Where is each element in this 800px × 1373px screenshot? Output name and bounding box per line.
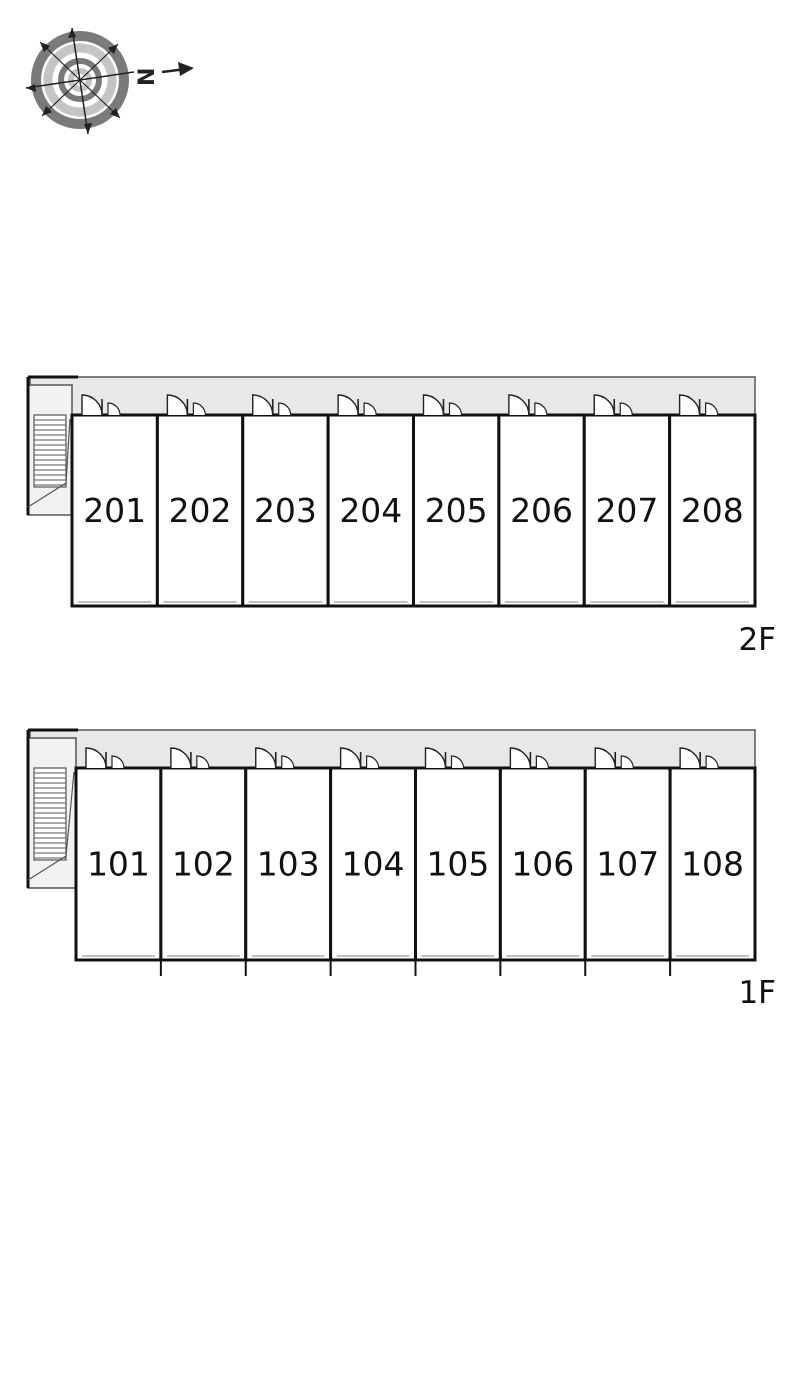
unit-number: 106 bbox=[511, 845, 574, 884]
floor-plan-floor-2: 201 202 203 204 205 206 207 208 2F bbox=[26, 375, 776, 658]
unit-outline bbox=[497, 413, 586, 608]
unit-number: 203 bbox=[254, 491, 317, 530]
floor-plan-floor-1: 101 102 103 104 105 106 107 108 1F bbox=[26, 728, 776, 1011]
staircase bbox=[26, 377, 73, 516]
unit-101: 101 bbox=[74, 747, 163, 962]
unit-number: 102 bbox=[172, 845, 235, 884]
floor-label: 1F bbox=[738, 975, 776, 1011]
unit-105: 105 bbox=[414, 747, 502, 976]
door-icon bbox=[508, 394, 548, 416]
door-icon bbox=[170, 747, 210, 769]
unit-number: 205 bbox=[425, 491, 488, 530]
unit-202: 202 bbox=[155, 394, 245, 608]
unit-206: 206 bbox=[497, 394, 586, 608]
unit-number: 103 bbox=[257, 845, 320, 884]
corridor bbox=[29, 729, 756, 769]
unit-outline bbox=[159, 766, 248, 962]
unit-outline bbox=[583, 766, 672, 962]
unit-number: 206 bbox=[510, 491, 573, 530]
door-icon bbox=[252, 394, 292, 416]
unit-outline bbox=[498, 766, 587, 962]
unit-103: 103 bbox=[244, 747, 333, 976]
door-icon bbox=[422, 394, 463, 416]
unit-outline bbox=[155, 413, 245, 608]
unit-outline bbox=[74, 766, 163, 962]
unit-outline bbox=[582, 413, 672, 608]
unit-outline bbox=[326, 413, 415, 608]
unit-number: 207 bbox=[595, 491, 658, 530]
unit-number: 201 bbox=[83, 491, 146, 530]
unit-207: 207 bbox=[582, 394, 672, 608]
unit-102: 102 bbox=[159, 747, 248, 976]
door-icon bbox=[339, 747, 380, 769]
unit-outline bbox=[414, 766, 502, 962]
unit-number: 107 bbox=[596, 845, 659, 884]
unit-number: 101 bbox=[87, 845, 150, 884]
door-icon bbox=[594, 747, 634, 769]
unit-number: 105 bbox=[426, 845, 489, 884]
door-icon bbox=[593, 394, 633, 416]
unit-number: 108 bbox=[681, 845, 744, 884]
unit-number: 208 bbox=[681, 491, 744, 530]
unit-108: 108 bbox=[668, 747, 757, 976]
unit-outline bbox=[412, 413, 501, 608]
unit-number: 202 bbox=[169, 491, 232, 530]
door-icon bbox=[166, 394, 206, 416]
unit-outline bbox=[668, 766, 757, 962]
floor-label: 2F bbox=[738, 622, 776, 658]
unit-107: 107 bbox=[583, 747, 672, 976]
unit-number: 204 bbox=[339, 491, 402, 530]
unit-outline bbox=[241, 413, 330, 608]
unit-203: 203 bbox=[241, 394, 330, 608]
unit-106: 106 bbox=[498, 747, 587, 976]
unit-208: 208 bbox=[668, 394, 757, 608]
unit-205: 205 bbox=[412, 394, 501, 608]
unit-number: 104 bbox=[342, 845, 405, 884]
unit-201: 201 bbox=[70, 394, 159, 608]
staircase bbox=[26, 730, 77, 889]
door-icon bbox=[337, 394, 377, 416]
door-icon bbox=[424, 747, 465, 769]
door-icon bbox=[81, 394, 121, 416]
door-icon bbox=[255, 747, 295, 769]
compass-rose-icon: N bbox=[25, 27, 194, 135]
unit-104: 104 bbox=[329, 747, 417, 976]
door-icon bbox=[679, 747, 719, 769]
door-icon bbox=[85, 747, 125, 769]
compass-north-letter: N bbox=[135, 68, 160, 86]
unit-outline bbox=[668, 413, 757, 608]
door-icon bbox=[678, 394, 719, 416]
corridor bbox=[29, 376, 756, 416]
door-icon bbox=[509, 747, 549, 769]
unit-204: 204 bbox=[326, 394, 415, 608]
